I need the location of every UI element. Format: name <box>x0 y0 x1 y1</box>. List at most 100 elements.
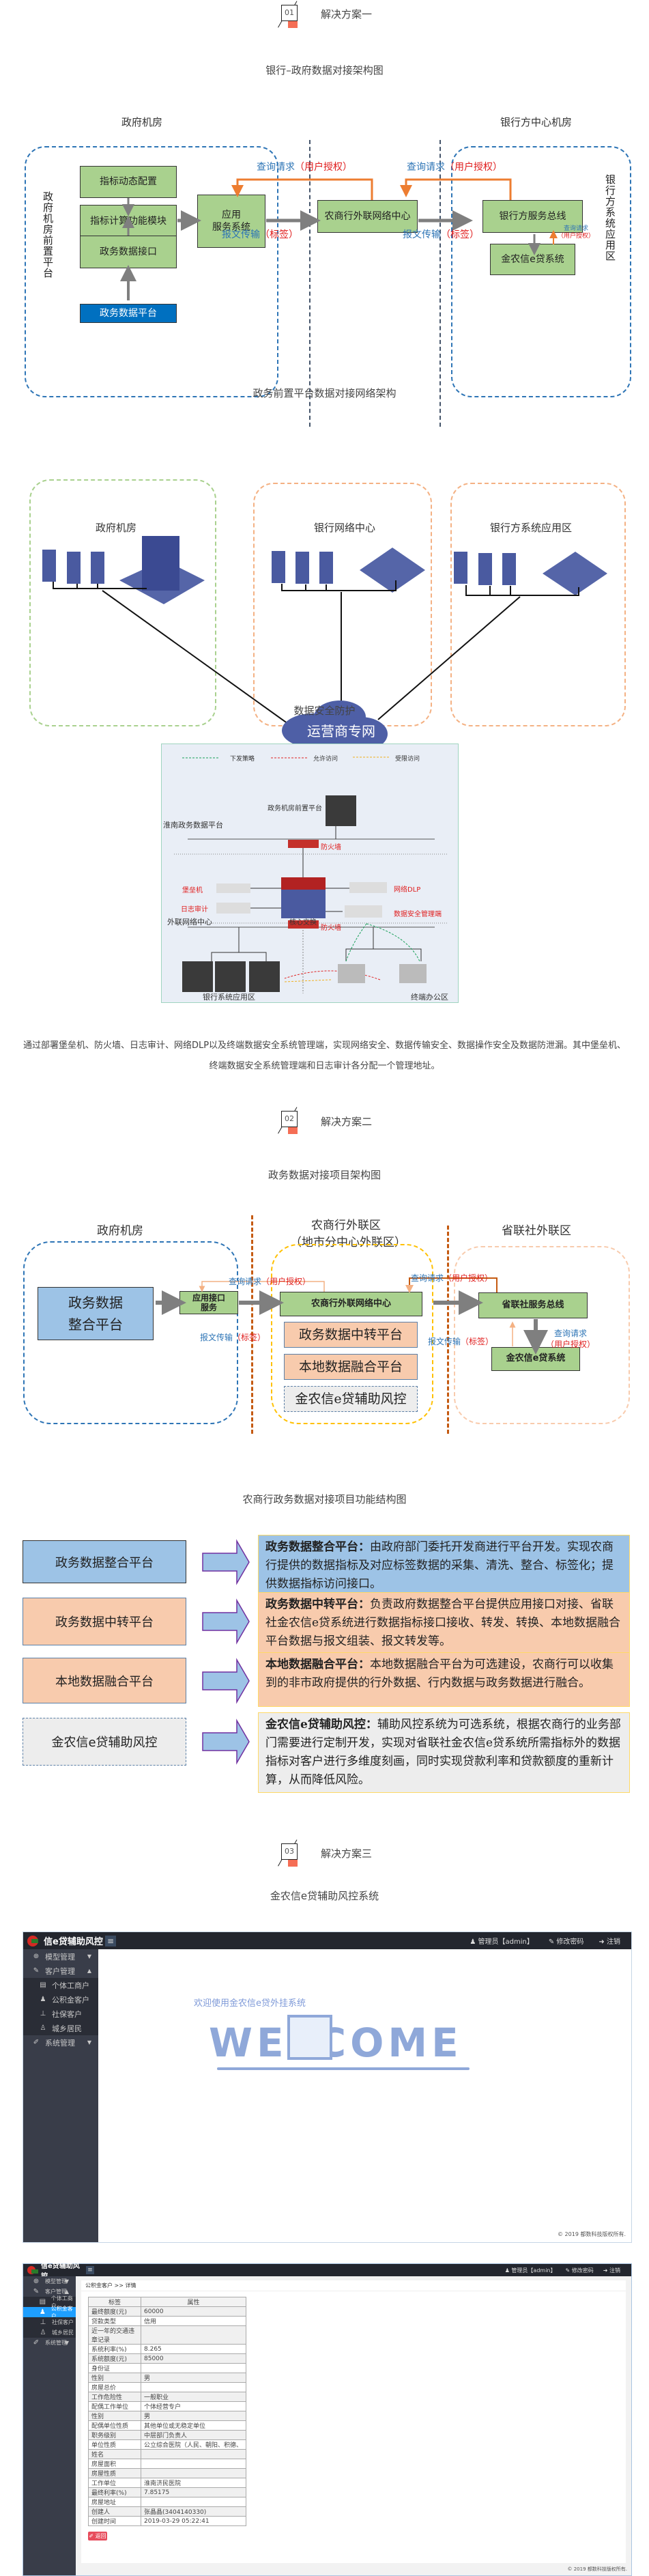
cell-value: 个体经营专户 <box>141 2401 246 2411</box>
model-icon: ⊕ <box>33 2278 40 2285</box>
cell-value: 85000 <box>141 2353 246 2364</box>
sidebar-item-3[interactable]: ♟公积金客户 <box>23 1992 98 2007</box>
cell-value: 其他单位或无稳定单位 <box>141 2420 246 2431</box>
cell-label: 创建时间 <box>88 2516 141 2526</box>
cell-value <box>141 2325 246 2345</box>
table-row: 系统额度(元)85000 <box>88 2353 246 2364</box>
section-badge-01: 01 <box>278 1 298 28</box>
copyright: © 2019 都数科技版权所有. <box>558 2231 626 2237</box>
logout-link[interactable]: ➜ 注销 <box>598 1938 620 1946</box>
user-menu[interactable]: ♟ 管理员【admin】 <box>504 2267 556 2274</box>
sidebar-item-3[interactable]: ♟ 公积金客户 <box>23 2305 76 2319</box>
query-label: 查询请求（用户授权） <box>411 1273 493 1283</box>
cell-value <box>141 2459 246 2469</box>
figure-title: 数据安全防护 <box>293 705 356 717</box>
cell-label: 配偶单位性质 <box>88 2420 141 2431</box>
column-header: 标签 <box>88 2297 141 2307</box>
bank-zone-boundary <box>451 146 631 397</box>
header-actions: ♟ 管理员【admin】 ✎ 修改密码 ➜ 注销 <box>505 2267 620 2274</box>
logo-icon <box>27 2266 38 2274</box>
sidebar-item-1[interactable]: ✎客户管理▲ <box>23 2287 76 2297</box>
caret-icon: ▼ <box>87 2039 91 2046</box>
sidebar-item-1[interactable]: ✎客户管理▲ <box>23 1964 98 1978</box>
vertical-label: 政府机房前置平台 <box>42 191 54 279</box>
cell-value: 8.265 <box>141 2344 246 2354</box>
sidebar-item-0[interactable]: ⊕模型管理▼ <box>23 2276 76 2287</box>
sidebar-item-2[interactable]: ▤个体工商户 <box>23 2295 76 2309</box>
cell-label: 性别 <box>88 2373 141 2383</box>
divider-line <box>447 1226 449 1434</box>
security-manager-icon <box>345 905 382 918</box>
arrow-right-icon <box>202 1598 250 1645</box>
logout-link[interactable]: ➜ 注销 <box>603 2267 620 2274</box>
sidebar-item-label: 城乡居民 <box>52 2024 82 2033</box>
breadcrumb: 公积金客户 >> 详情 <box>81 2280 626 2291</box>
app-window-detail: 信e贷辅助风控 ≡ ♟ 管理员【admin】 ✎ 修改密码 ➜ 注销 ⊕模型管理… <box>23 2263 632 2576</box>
network-hub-icon <box>543 552 607 595</box>
function-box: 金农信e贷辅助风控 <box>23 1718 186 1766</box>
logo-icon <box>27 1935 38 1947</box>
sidebar-item-5[interactable]: ♙城乡居民 <box>23 2327 76 2338</box>
device-label: 核心交换 <box>289 919 317 926</box>
dlp-icon <box>349 882 387 893</box>
sidebar-item-label: 个体工商户 <box>51 2295 73 2309</box>
zone-label: 政府机房 <box>121 116 163 128</box>
box-api-service: 应用接口服务 <box>179 1291 238 1314</box>
device-label: 防火墙 <box>321 844 341 851</box>
sidebar-item-4[interactable]: ⊥社保客户 <box>23 2317 76 2327</box>
box-fusion-platform: 本地数据融合平台 <box>284 1354 418 1380</box>
box-bank-bus: 银行方服务总线 <box>482 200 583 233</box>
sidebar-item-5[interactable]: ♙城乡居民 <box>23 2021 98 2035</box>
menu-toggle-button[interactable]: ≡ <box>105 1935 116 1947</box>
change-password-link[interactable]: ✎ 修改密码 <box>565 2267 594 2274</box>
table-row: 贷款类型信用 <box>88 2316 246 2326</box>
sidebar-item-label: 个体工商户 <box>52 1981 89 1990</box>
sidebar-item-2[interactable]: ▤个体工商户 <box>23 1978 98 1992</box>
cell-value <box>141 2382 246 2392</box>
sidebar-item-4[interactable]: ⊥社保客户 <box>23 2007 98 2021</box>
table-row: 单位性质公立综合医院（人民、朝阳、积德、 <box>88 2439 246 2450</box>
table-row: 最终利率(%)7.85175 <box>88 2487 246 2497</box>
sidebar-item-6[interactable]: ✐系统管理▼ <box>23 2035 98 2050</box>
sidebar-item-0[interactable]: ⊕模型管理▼ <box>23 1949 98 1964</box>
cell-value: 7.85175 <box>141 2487 246 2497</box>
user-icon: ♟ <box>470 1938 476 1946</box>
zone-gov <box>29 479 216 726</box>
box-network-center: 农商行外联网络中心 <box>317 200 418 233</box>
header-actions: ♟ 管理员【admin】 ✎ 修改密码 ➜ 注销 <box>470 1936 620 1946</box>
cell-label: 创建人 <box>88 2506 141 2517</box>
sidebar-item-label: 系统管理 <box>45 2340 67 2346</box>
user-icon: ♟ <box>39 2308 46 2316</box>
section-number: 02 <box>281 1111 298 1127</box>
cell-label: 工作危险性 <box>88 2392 141 2402</box>
cell-label: 房屋地址 <box>88 2497 141 2507</box>
small-query-label: 查询请求（用户授权） <box>546 1329 596 1349</box>
figure-title: 政务前置平台数据对接网络架构 <box>253 387 396 399</box>
wrench-icon: ✐ <box>33 2339 40 2347</box>
eraser-icon: ✐ <box>89 2533 94 2539</box>
table-row: 创建人张晶晶(3404140330) <box>88 2506 246 2517</box>
cell-value: 淮南济民医院 <box>141 2478 246 2488</box>
user-menu[interactable]: ♟ 管理员【admin】 <box>470 1938 534 1946</box>
sidebar-item-6[interactable]: ✐系统管理▼ <box>23 2338 76 2348</box>
caret-icon: ▲ <box>64 2289 69 2295</box>
cell-value <box>141 2497 246 2507</box>
cell-label: 身份证 <box>88 2363 141 2373</box>
table-row: 系统利率(%)8.265 <box>88 2344 246 2354</box>
menu-toggle-button[interactable]: ≡ <box>86 2266 94 2274</box>
sidebar-item-label: 社保客户 <box>52 2009 82 2019</box>
change-password-link[interactable]: ✎ 修改密码 <box>548 1938 584 1946</box>
table-row: 身份证 <box>88 2363 246 2373</box>
table-row: 近一年的交通违章记录 <box>88 2325 246 2345</box>
logout-icon: ➜ <box>603 2267 608 2274</box>
table-row: 房屋面积 <box>88 2459 246 2469</box>
table-row: 房屋总价 <box>88 2382 246 2392</box>
back-button[interactable]: ✐ 返回 <box>88 2532 107 2540</box>
zone-label: 终端办公区 <box>411 993 448 1002</box>
sidebar-item-label: 公积金客户 <box>51 2305 73 2319</box>
function-description: 政务数据中转平台：负责政府数据整合平台提供应用接口对接、省联社金农信e贷系统进行… <box>258 1592 630 1654</box>
terminal-icon <box>399 964 427 983</box>
sidebar: ⊕模型管理▼✎客户管理▲▤个体工商户♟公积金客户⊥社保客户♙城乡居民✐系统管理▼ <box>23 1949 98 2242</box>
user-icon: ♙ <box>40 2329 46 2336</box>
cell-label: 最终额度(元) <box>88 2306 141 2317</box>
